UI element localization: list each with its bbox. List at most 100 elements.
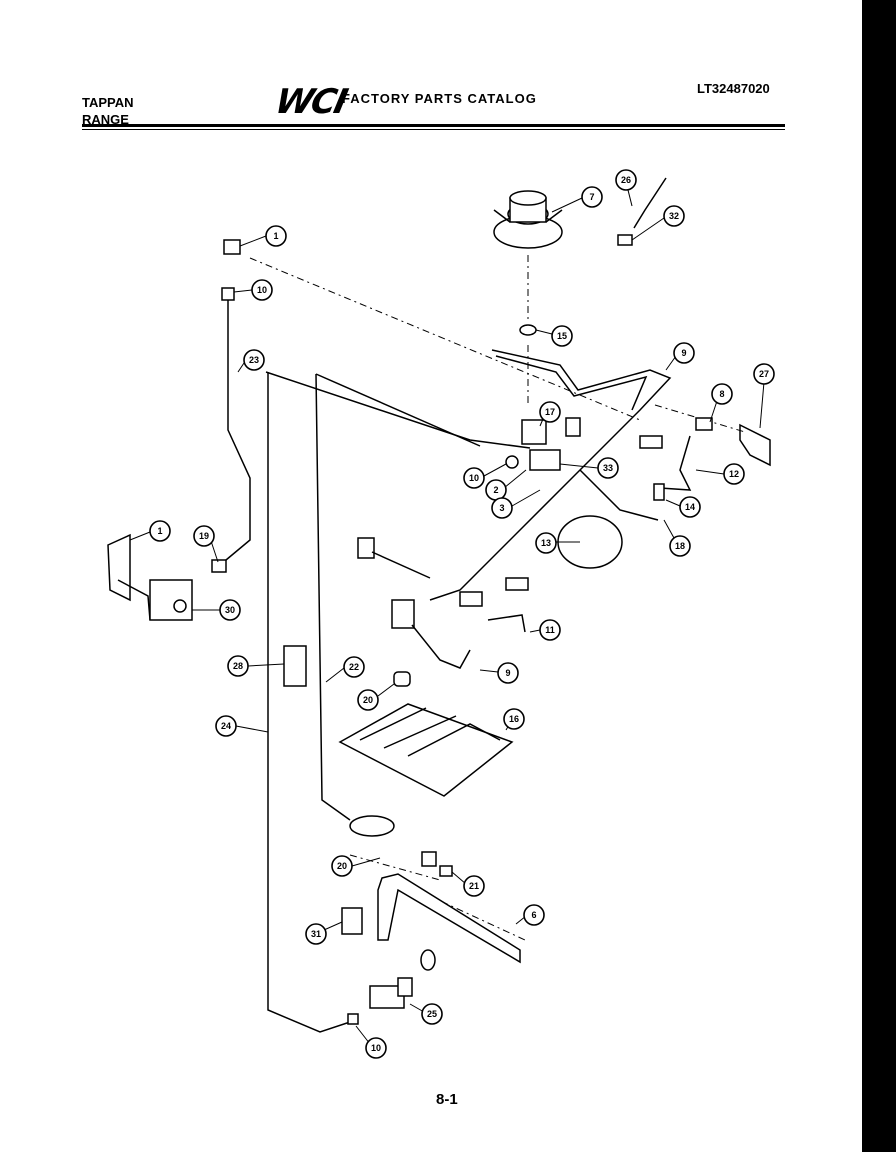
callout-10-c: 10 [365,1037,387,1059]
svg-text:10: 10 [371,1043,381,1053]
valve-lower [391,599,415,629]
svg-text:1: 1 [273,231,278,241]
svg-text:12: 12 [729,469,739,479]
thermostat-ring [349,815,395,837]
igniter-line-12 [659,435,692,491]
callout-17: 17 [539,401,561,423]
svg-text:1: 1 [157,526,162,536]
svg-text:20: 20 [363,695,373,705]
callout-14: 14 [679,496,701,518]
oven-burner-tube [377,873,521,964]
svg-text:26: 26 [621,175,631,185]
callout-22: 22 [343,656,365,678]
svg-text:19: 19 [199,531,209,541]
svg-text:17: 17 [545,407,555,417]
bracket-27 [739,423,771,467]
orifice-hood [639,435,663,449]
callout-28: 28 [227,655,249,677]
page-number: 8-1 [436,1091,458,1108]
callout-18: 18 [669,535,691,557]
callout-11: 11 [539,619,561,641]
svg-text:30: 30 [225,605,235,615]
callout-20: 20 [357,689,379,711]
callout-12: 12 [723,463,745,485]
igniter-line-18 [579,469,659,521]
svg-text:13: 13 [541,538,551,548]
callout-27: 27 [753,363,775,385]
callout-21: 21 [463,875,485,897]
callout-9: 9 [673,342,695,364]
callout-33: 33 [597,457,619,479]
callout-19: 19 [193,525,215,547]
callout-16: 16 [503,708,525,730]
oven-gas-line [267,372,351,1033]
clip-21 [439,865,453,877]
orifice-11 [459,591,483,607]
svg-text:25: 25 [427,1009,437,1019]
header-rule-thin [82,129,785,130]
pressure-regulator [369,949,436,1009]
callout-32: 32 [663,205,685,227]
callout-1-b: 1 [149,520,171,542]
svg-text:14: 14 [685,502,695,512]
svg-text:28: 28 [233,661,243,671]
bracket-1 [107,533,131,602]
callout-9-b: 9 [497,662,519,684]
callout-13: 13 [535,532,557,554]
surface-valve-assembly [505,417,581,471]
nut-19 [211,559,227,573]
callout-10: 10 [251,279,273,301]
svg-text:9: 9 [681,348,686,358]
svg-text:15: 15 [557,331,567,341]
svg-text:31: 31 [311,929,321,939]
callout-6: 6 [523,904,545,926]
svg-text:33: 33 [603,463,613,473]
orifice-8 [695,417,713,431]
scan-edge-right [862,0,896,1152]
thermocouple-clip [617,234,633,246]
orifice-right [505,577,529,591]
pilot-tube [225,300,251,561]
burner-baffle [338,703,514,797]
svg-text:24: 24 [221,721,231,731]
header-rule [82,124,785,127]
svg-text:3: 3 [499,503,504,513]
main-gas-line [265,371,531,449]
callout-10-b: 10 [463,467,485,489]
model-number: LT32487020 [697,81,770,96]
oven-thermostat-line [315,373,351,821]
brand-line-tappan: TAPPAN [82,95,134,110]
svg-text:7: 7 [589,192,594,202]
svg-text:10: 10 [469,473,479,483]
alignment-line-1 [249,257,641,421]
callout-3: 3 [491,497,513,519]
svg-text:27: 27 [759,369,769,379]
callout-23: 23 [243,349,265,371]
svg-text:32: 32 [669,211,679,221]
spark-electrode [393,671,411,687]
svg-text:9: 9 [505,668,510,678]
nut-10-bottom [347,1013,359,1025]
bracket-31 [341,907,363,935]
svg-text:20: 20 [337,861,347,871]
valve-left [357,537,375,559]
svg-text:21: 21 [469,881,479,891]
callout-25: 25 [421,1003,443,1025]
elbow-fitting [223,239,241,255]
svg-text:18: 18 [675,541,685,551]
svg-text:16: 16 [509,714,519,724]
safety-valve-20 [421,851,437,867]
callout-15: 15 [551,325,573,347]
callout-7: 7 [581,186,603,208]
callout-20-b: 20 [331,855,353,877]
callout-1: 1 [265,225,287,247]
lead-9 [411,624,471,669]
ignition-module [283,645,307,687]
svg-text:2: 2 [493,485,498,495]
compression-nut-top [221,287,235,301]
top-burner-assembly [493,190,563,249]
thermocouple-lead [633,177,667,229]
svg-text:8: 8 [719,389,724,399]
brand-line-range: RANGE [82,112,129,127]
